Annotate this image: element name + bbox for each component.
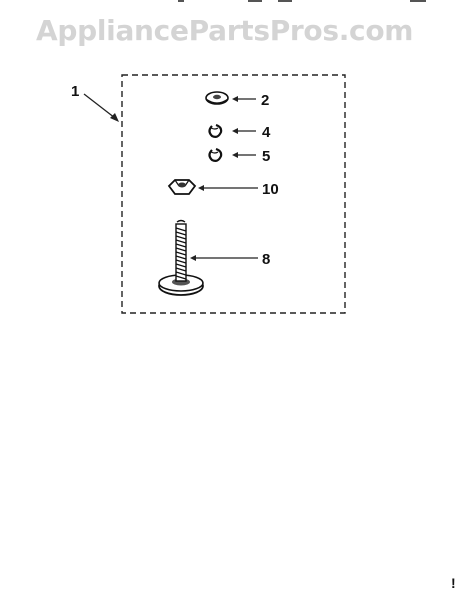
- callout-leader-8: [190, 255, 258, 261]
- callout-label-1: 1: [71, 83, 79, 100]
- top-scan-artifacts: [178, 0, 426, 2]
- callout-label-8: 8: [262, 251, 270, 268]
- leveling-leg-icon: [158, 219, 204, 296]
- kit-boundary-box: [121, 74, 346, 314]
- corner-mark: !: [451, 575, 456, 591]
- callout-leader-10: [198, 185, 258, 191]
- hex-nut-icon: [167, 179, 197, 195]
- callout-label-10: 10: [262, 181, 279, 198]
- clip-icon: [208, 147, 223, 162]
- callout-label-5: 5: [262, 148, 270, 165]
- callout-label-2: 2: [261, 92, 269, 109]
- washer-icon: [205, 91, 229, 105]
- clip-icon: [208, 123, 223, 138]
- watermark-text: AppliancePartsPros.com: [36, 14, 414, 47]
- callout-leader-2: [232, 96, 256, 102]
- callout-leader-4: [232, 128, 256, 134]
- callout-leader-5: [232, 152, 256, 158]
- callout-leader-1: [83, 93, 119, 122]
- callout-label-4: 4: [262, 124, 271, 141]
